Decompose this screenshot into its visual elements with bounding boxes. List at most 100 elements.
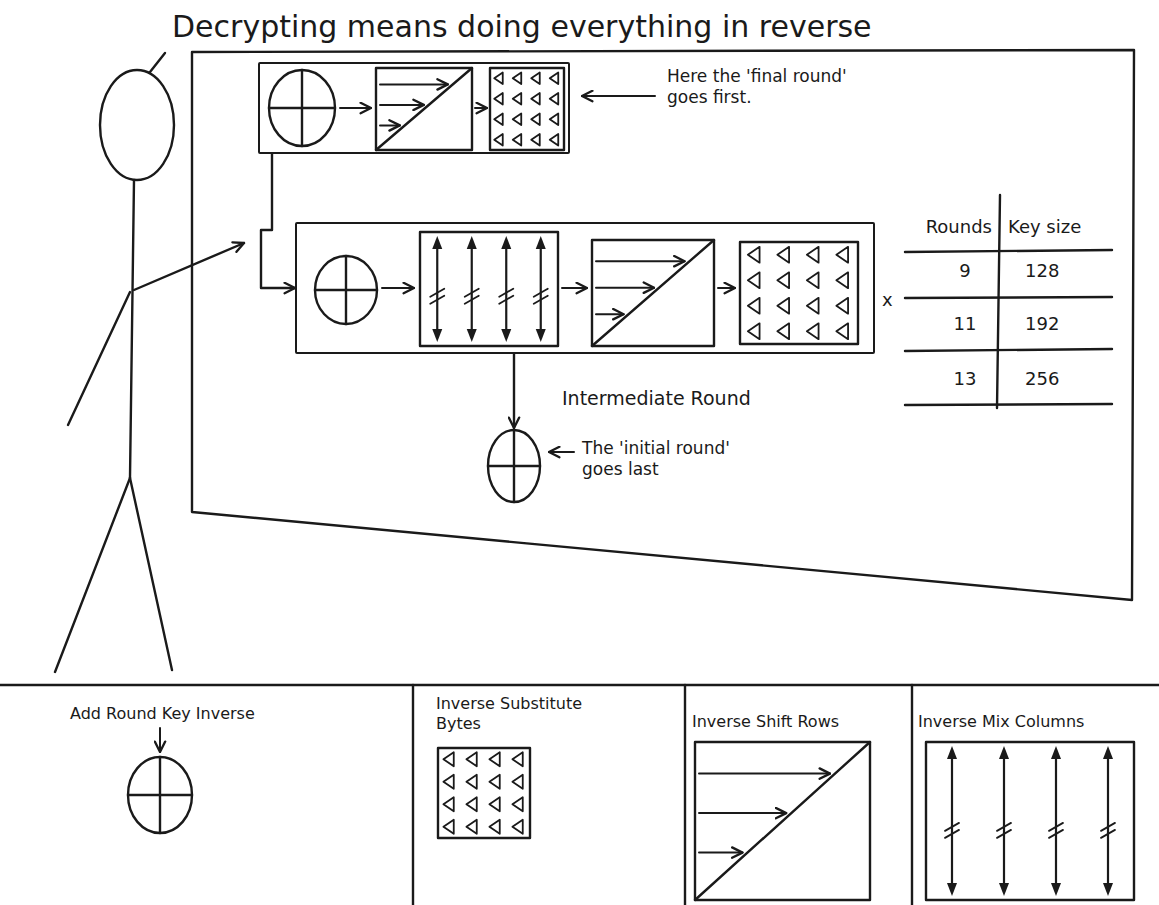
table-rule [905,404,1112,405]
callout-arrow [582,95,655,97]
table-cell: 9 [935,260,995,283]
mix-columns-symbol [501,329,511,342]
substitute-bytes-symbol [494,134,502,145]
mix-columns-symbol [1049,823,1063,831]
shift-rows-symbol [699,812,786,814]
mix-columns-symbol [1049,830,1063,838]
legend-arrow [159,728,161,752]
add-round-key-symbol [269,70,335,146]
diagram-panel [192,50,1134,600]
substitute-bytes-symbol [531,114,539,125]
shift-rows-symbol [695,742,870,900]
flow-connector [261,154,295,288]
add-round-key-symbol [128,757,192,833]
substitute-bytes-symbol [777,323,789,339]
mix-columns-symbol [499,296,513,304]
table-cell: 256 [1025,368,1105,391]
mix-columns-symbol [465,289,479,297]
stick-figure [130,180,134,478]
legend-label: Inverse Mix Columns [918,712,1143,732]
stick-figure [134,243,244,290]
flow-arrow [475,107,487,109]
mix-columns-symbol [499,289,513,297]
substitute-bytes-symbol [513,73,521,84]
add-round-key-symbol [128,757,192,833]
diagram-panel [192,50,1134,600]
node-outline [486,428,542,504]
substitute-bytes-symbol [807,272,819,288]
node-outline [488,465,540,467]
mix-columns-symbol [997,823,1011,831]
add-round-key-symbol [269,70,335,146]
mix-columns-symbol [534,296,548,304]
stick-figure [130,478,172,670]
table-header: Key size [1008,216,1128,239]
legend-entry: Inverse Shift Rows [692,712,892,732]
substitute-bytes-symbol [836,298,848,314]
substitute-bytes-symbol [466,775,476,789]
substitute-bytes-symbol [777,272,789,288]
legend-divider [0,684,1159,686]
mix-columns-symbol [420,232,558,346]
substitute-bytes-symbol [531,134,539,145]
mix-columns-symbol [467,329,477,342]
substitute-bytes-symbol [489,797,499,811]
mix-columns-symbol [536,236,546,249]
shift-rows-symbol [695,742,870,900]
mix-columns-symbol [540,246,542,332]
intermediate-round-box: Intermediate Round [295,222,875,354]
shift-rows-symbol [699,773,830,775]
shift-rows-symbol [592,240,714,346]
mix-columns-symbol [501,236,511,249]
flow-arrow [562,287,587,289]
substitute-bytes-symbol [490,68,564,150]
mix-columns-symbol [432,236,442,249]
substitute-bytes-symbol [550,114,558,125]
shift-rows-symbol [380,124,400,126]
final-round-contents [269,68,655,150]
mix-columns-symbol [997,830,1011,838]
initial-round-circle: The 'initial round' goes last [486,428,542,504]
substitute-bytes-symbol [438,748,530,838]
shift-rows-symbol [596,260,685,262]
stick-figure [100,70,174,180]
legend-divider [911,685,913,905]
substitute-bytes-symbol [748,247,760,263]
mix-columns-symbol [926,742,1134,900]
multiplier-sign: x [882,289,898,312]
substitute-bytes-symbol [466,820,476,834]
shift-rows-symbol [380,104,424,106]
add-round-key-symbol [269,107,335,109]
stick-figure [68,292,130,425]
substitute-bytes-symbol [443,797,453,811]
shift-rows-symbol [592,240,714,346]
mix-columns-symbol [505,246,507,332]
mix-columns-symbol [1051,883,1061,896]
legend-strip [0,685,1159,905]
mix-columns-symbol [1101,830,1115,838]
legend-divider [412,685,414,905]
shift-rows-symbol [596,313,624,315]
flow-connector [513,354,515,428]
shift-rows-symbol [695,742,870,900]
substitute-bytes-symbol [490,68,564,150]
flow-arrow [718,287,735,289]
node-outline [488,430,540,502]
substitute-bytes-symbol [443,775,453,789]
mix-columns-symbol [947,746,957,759]
mix-columns-symbol [430,289,444,297]
callout-note: Here the 'final round' goes first. [667,66,882,109]
substitute-bytes-symbol [836,323,848,339]
shift-rows-symbol [596,287,654,289]
substitute-bytes-symbol [807,298,819,314]
substitute-bytes-symbol [466,797,476,811]
substitute-bytes-symbol [443,752,453,766]
shift-rows-symbol [376,68,472,150]
legend-entry: Add Round Key Inverse [70,704,320,724]
shift-rows-symbol [376,68,472,150]
substitute-bytes-symbol [438,748,530,838]
shift-rows-symbol [699,852,743,854]
mix-columns-symbol [1003,756,1005,886]
legend-divider [684,685,686,905]
